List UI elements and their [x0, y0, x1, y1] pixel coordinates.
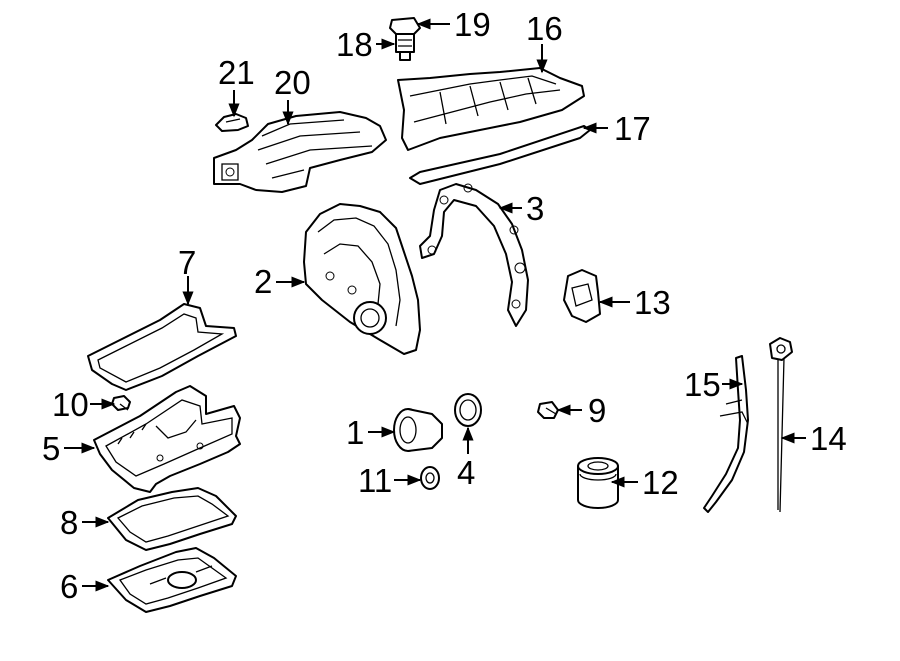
callout-21: 21	[218, 54, 255, 91]
part-13-bracket[interactable]	[563, 269, 601, 323]
part-9-bolt[interactable]	[537, 401, 559, 419]
part-1-oil-pump[interactable]	[393, 408, 443, 452]
callout-1: 1	[346, 414, 364, 451]
callout-18: 18	[336, 26, 373, 63]
part-15-dipstick-tube[interactable]	[703, 355, 749, 513]
callout-12: 12	[642, 464, 679, 501]
part-14-dipstick[interactable]	[769, 337, 793, 513]
callout-3: 3	[526, 190, 544, 227]
callout-8: 8	[60, 504, 78, 541]
part-3-timing-cover-gasket[interactable]	[419, 183, 529, 327]
callout-14: 14	[810, 420, 847, 457]
part-6-lower-oil-pan[interactable]	[107, 547, 237, 613]
callout-13: 13	[634, 284, 671, 321]
part-8-lower-gasket[interactable]	[107, 487, 237, 551]
callout-2: 2	[254, 263, 272, 300]
part-11-plug[interactable]	[420, 466, 440, 490]
part-16-valve-cover[interactable]	[397, 67, 585, 151]
part-21-bracket[interactable]	[215, 113, 249, 132]
part-10-bolt[interactable]	[111, 395, 131, 411]
callout-10: 10	[52, 386, 89, 423]
part-12-oil-filter[interactable]	[577, 457, 619, 509]
part-2-timing-cover[interactable]	[303, 203, 421, 355]
callout-16: 16	[526, 10, 563, 47]
callout-labels: 1 2 3 4 5 6 7 8 9 10 11 12 13 14 15 16 1…	[42, 6, 847, 605]
callout-19: 19	[454, 6, 491, 43]
callout-11: 11	[358, 462, 392, 499]
callout-9: 9	[588, 392, 606, 429]
callout-17: 17	[614, 110, 651, 147]
leader-arrows	[64, 18, 806, 592]
callout-4: 4	[457, 454, 475, 491]
callout-6: 6	[60, 568, 78, 605]
part-18-19-oil-cap[interactable]	[389, 17, 421, 61]
part-4-seal[interactable]	[454, 393, 482, 427]
callout-7: 7	[178, 244, 196, 281]
part-7-oil-pan-gasket[interactable]	[87, 303, 237, 391]
callout-5: 5	[42, 430, 60, 467]
part-5-oil-pan[interactable]	[93, 385, 241, 493]
callout-15: 15	[684, 366, 721, 403]
callout-20: 20	[274, 64, 311, 101]
